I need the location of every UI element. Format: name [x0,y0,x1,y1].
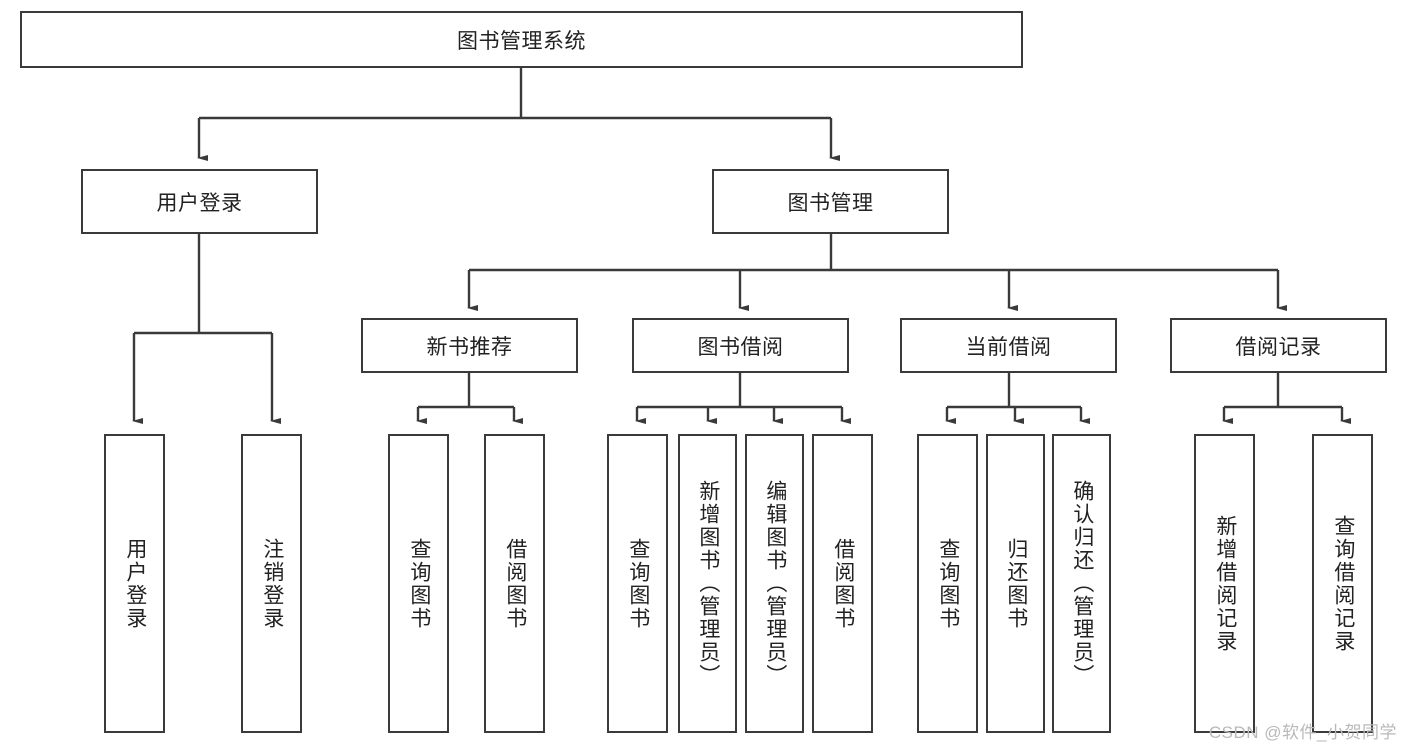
node-leaf-user-login[interactable]: 用户登录 [104,434,165,733]
node-label: 查询图书 [936,537,960,630]
node-leaf-add-record[interactable]: 新增借阅记录 [1194,434,1255,733]
node-label: 注销登录 [260,537,284,630]
node-label: 用户登录 [156,191,243,215]
node-root-system[interactable]: 图书管理系统 [20,11,1023,68]
node-leaf-query-book-2[interactable]: 查询图书 [607,434,668,733]
node-current-borrow[interactable]: 当前借阅 [900,318,1117,373]
node-label: 查询借阅记录 [1331,514,1355,653]
watermark-text: CSDN @软件_小贺同学 [1208,723,1397,742]
node-leaf-query-record[interactable]: 查询借阅记录 [1312,434,1373,733]
node-label: 图书管理 [787,191,874,215]
node-label: 编辑图书（管理员） [763,480,787,687]
node-label: 图书管理系统 [457,29,586,53]
node-new-book-recommend[interactable]: 新书推荐 [361,318,578,373]
node-leaf-edit-book[interactable]: 编辑图书（管理员） [745,434,804,733]
node-label: 用户登录 [123,537,147,630]
node-leaf-borrow-book-2[interactable]: 借阅图书 [812,434,873,733]
node-book-manage[interactable]: 图书管理 [712,169,949,234]
node-label: 借阅图书 [503,537,527,630]
node-leaf-return-book[interactable]: 归还图书 [986,434,1045,733]
node-label: 借阅图书 [831,537,855,630]
node-leaf-query-book-3[interactable]: 查询图书 [917,434,978,733]
node-leaf-query-book-1[interactable]: 查询图书 [388,434,449,733]
node-leaf-confirm-return[interactable]: 确认归还（管理员） [1052,434,1111,733]
node-leaf-add-book[interactable]: 新增图书（管理员） [678,434,737,733]
node-label: 查询图书 [407,537,431,630]
node-user-login[interactable]: 用户登录 [81,169,318,234]
node-book-borrow[interactable]: 图书借阅 [632,318,849,373]
node-label: 当前借阅 [965,335,1052,359]
node-label: 新书推荐 [426,335,513,359]
node-leaf-borrow-book-1[interactable]: 借阅图书 [484,434,545,733]
node-leaf-user-logout[interactable]: 注销登录 [241,434,302,733]
node-label: 图书借阅 [697,335,784,359]
node-label: 借阅记录 [1235,335,1322,359]
node-label: 归还图书 [1004,537,1028,630]
node-label: 新增借阅记录 [1213,514,1237,653]
node-label: 查询图书 [626,537,650,630]
node-borrow-record[interactable]: 借阅记录 [1170,318,1387,373]
node-label: 新增图书（管理员） [696,480,720,687]
node-label: 确认归还（管理员） [1070,480,1094,687]
